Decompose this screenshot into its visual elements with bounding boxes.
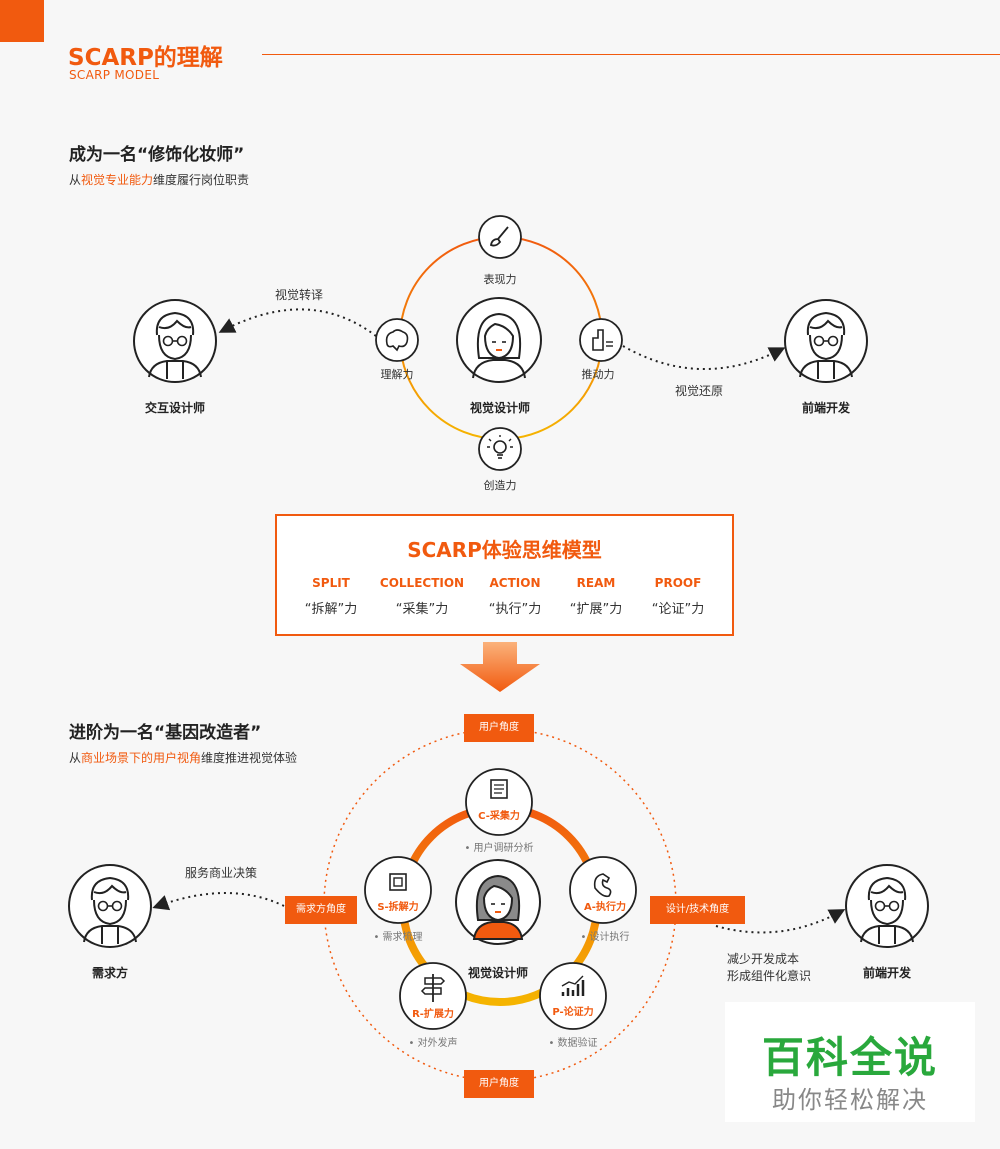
ability-label-right: 推动力	[581, 368, 615, 381]
watermark-tagline: 助你轻松解决	[772, 1086, 928, 1114]
watermark-title: 百科全说	[761, 1033, 938, 1082]
ability-label-top: 表现力	[483, 273, 517, 286]
section1-heading: 成为一名“修饰化妆师”	[69, 145, 245, 165]
person-avatar-icon	[133, 299, 217, 383]
model-item: SPLIT “拆解”力	[276, 576, 386, 617]
ability-label-left: 理解力	[380, 368, 414, 381]
page-title: SCARP的理解	[68, 45, 223, 71]
left-edge-label-2: 服务商业决策	[185, 866, 258, 880]
skill-a-name: A-执行力	[584, 902, 626, 913]
arrow-to-interaction-designer	[218, 308, 377, 337]
left-edge-label: 视觉转译	[275, 288, 324, 302]
section2-heading: 进阶为一名“基因改造者”	[69, 723, 262, 743]
scarp-model-box: SCARP体验思维模型 SPLIT “拆解”力 COLLECTION “采集”力…	[275, 514, 734, 636]
signpost-icon	[399, 962, 467, 1030]
model-item-name: PROOF	[654, 576, 702, 590]
model-item-zh: “采集”力	[395, 602, 449, 617]
tag-requester: 需求方角度	[285, 896, 357, 924]
tag-user-bottom: 用户角度	[464, 1070, 534, 1098]
tag-user-top: 用户角度	[464, 714, 534, 742]
arrow-to-frontend	[622, 345, 786, 370]
document-icon	[465, 768, 533, 836]
model-item-name: SPLIT	[312, 576, 350, 590]
skill-s-name: S-拆解力	[377, 902, 419, 913]
model-item: ACTION “执行”力	[460, 576, 570, 617]
person-avatar-icon	[68, 864, 152, 948]
skill-r-desc: • 对外发声	[408, 1038, 458, 1049]
header-divider	[262, 54, 1000, 55]
model-item-name: ACTION	[489, 576, 541, 590]
watermark: 百科全说 助你轻松解决	[725, 1002, 975, 1122]
skill-r-name: R-扩展力	[412, 1009, 454, 1020]
person-avatar-icon	[845, 864, 929, 948]
brain-icon	[375, 318, 419, 362]
section1-description: 从视觉专业能力维度履行岗位职责	[69, 173, 250, 187]
page-subtitle: SCARP MODEL	[69, 68, 160, 82]
person-avatar-icon	[455, 859, 541, 945]
arrow-to-requester	[152, 892, 285, 911]
right-edge-label: 视觉还原	[675, 384, 724, 398]
ability-label-bottom: 创造力	[483, 479, 517, 492]
model-item-zh: “执行”力	[488, 602, 542, 617]
person-avatar-icon	[456, 297, 542, 383]
requester-role-label: 需求方	[91, 966, 129, 980]
skill-p-desc: • 数据验证	[548, 1038, 598, 1049]
skill-s-desc: • 需求梳理	[373, 932, 423, 943]
model-item-zh: “论证”力	[651, 602, 705, 617]
skill-c-name: C-采集力	[478, 811, 520, 822]
crop-icon	[364, 856, 432, 924]
model-item-zh: “拆解”力	[304, 602, 358, 617]
frontend-role-label-2: 前端开发	[862, 966, 912, 980]
tag-design-tech: 设计/技术角度	[650, 896, 745, 924]
lightbulb-icon	[478, 427, 522, 471]
brush-icon	[478, 215, 522, 259]
model-item-zh: “扩展”力	[569, 602, 623, 617]
right-edge-label-2a: 减少开发成本	[727, 952, 800, 966]
right-edge-label-2b: 形成组件化意识	[727, 969, 812, 983]
arm-icon	[569, 856, 637, 924]
center-role-label-2: 视觉设计师	[467, 966, 529, 980]
corner-accent	[0, 0, 44, 42]
model-title: SCARP体验思维模型	[407, 538, 602, 562]
skill-p-name: P-论证力	[552, 1007, 594, 1018]
person-avatar-icon	[784, 299, 868, 383]
model-item: PROOF “论证”力	[623, 576, 733, 617]
model-item: COLLECTION “采集”力	[367, 576, 477, 617]
skill-a-desc: • 设计执行	[580, 932, 630, 943]
left-role-label: 交互设计师	[144, 401, 206, 415]
down-arrow	[460, 642, 540, 692]
chart-icon	[539, 962, 607, 1030]
model-item: REAM “扩展”力	[541, 576, 651, 617]
skill-c-desc: • 用户调研分析	[464, 843, 534, 854]
hand-icon	[579, 318, 623, 362]
model-item-name: REAM	[576, 576, 616, 590]
section2-description: 从商业场景下的用户视角维度推进视觉体验	[69, 751, 298, 765]
center-role-label: 视觉设计师	[469, 401, 531, 415]
right-role-label: 前端开发	[801, 401, 851, 415]
model-item-name: COLLECTION	[379, 576, 465, 590]
